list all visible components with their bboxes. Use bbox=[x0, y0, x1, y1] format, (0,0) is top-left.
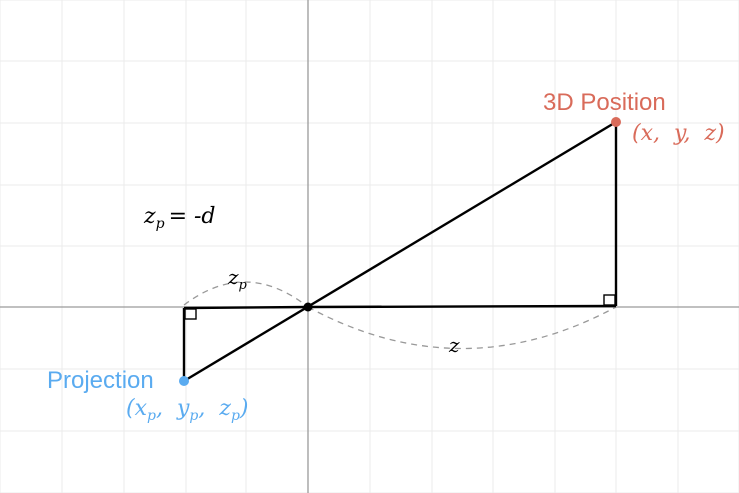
arc-zp-sub: p bbox=[239, 278, 248, 293]
zp-eq-z: z bbox=[143, 204, 156, 229]
zp-distance-arc bbox=[183, 281, 309, 308]
right-triangle-base bbox=[307, 304, 617, 309]
zp-eq-sub: p bbox=[156, 216, 165, 232]
right-angle-marker-left bbox=[184, 308, 197, 320]
z-distance-arc bbox=[307, 306, 617, 350]
arc-zp-z: z bbox=[227, 265, 239, 289]
position-title: 3D Position bbox=[543, 89, 666, 116]
coords-open: ( bbox=[126, 396, 135, 421]
line-of-sight bbox=[183, 120, 617, 383]
coords-y: y bbox=[176, 396, 190, 421]
coords-x: x bbox=[135, 396, 148, 421]
coords-y-sub: p bbox=[189, 408, 198, 424]
coords-z: z bbox=[218, 396, 231, 421]
left-triangle-base bbox=[183, 305, 309, 310]
projection-coords: (xp, yp, zp) bbox=[126, 396, 249, 424]
coords-sep2: , bbox=[198, 396, 219, 421]
arc-z-label: z bbox=[448, 333, 460, 357]
origin-point bbox=[303, 302, 313, 312]
arc-zp-label: zp bbox=[227, 265, 248, 293]
position-coords: (x, y, z) bbox=[632, 121, 725, 146]
zp-equation: zp= -d bbox=[143, 204, 216, 232]
coords-sep1: , bbox=[156, 396, 177, 421]
coords-z-sub: p bbox=[231, 408, 240, 424]
coords-close: ) bbox=[239, 396, 249, 421]
zp-eq-rest: = -d bbox=[169, 204, 216, 229]
projection-title: Projection bbox=[47, 367, 154, 394]
right-angle-marker-right bbox=[603, 294, 616, 306]
position-point bbox=[611, 117, 621, 127]
coords-x-sub: p bbox=[147, 408, 156, 424]
similar-triangles bbox=[182, 120, 618, 383]
projection-point bbox=[179, 376, 189, 386]
